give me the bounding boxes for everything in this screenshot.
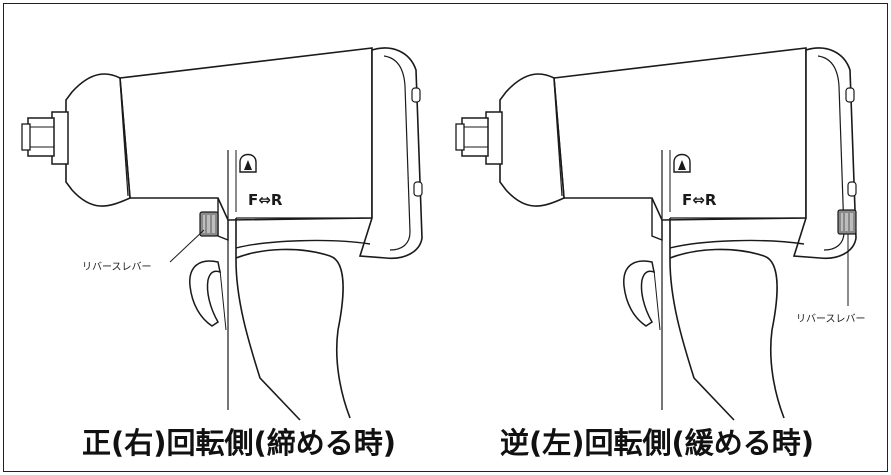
reverse-lever-left — [199, 211, 219, 237]
reverse-lever-label: リバースレバー — [796, 313, 866, 325]
outer-border — [3, 3, 888, 472]
forward-rotation-caption: 正(右)回転側(締める時) — [82, 426, 397, 460]
wrench-reverse-diagram: F⇔R リバースレバー — [455, 47, 866, 421]
reverse-rotation-caption: 逆(左)回転側(緩める時) — [500, 426, 815, 460]
reverse-lever-right — [837, 209, 857, 235]
fr-panel-label: F⇔R — [682, 191, 717, 209]
fr-panel-label: F⇔R — [248, 191, 283, 209]
wrench-forward-diagram: F⇔R リバースレバー — [21, 47, 423, 421]
leader-line-left — [169, 229, 205, 263]
reverse-lever-label: リバースレバー — [82, 261, 152, 273]
